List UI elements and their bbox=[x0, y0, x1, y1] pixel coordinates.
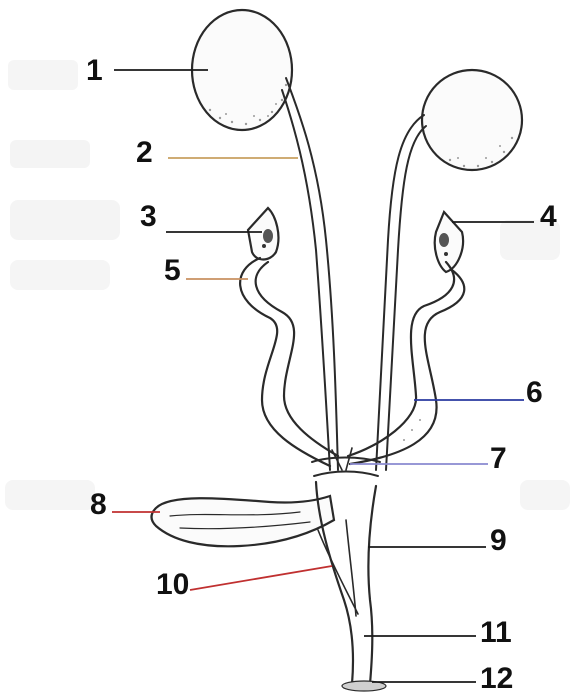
right-funnel-organ bbox=[435, 212, 463, 272]
right-oval-organ bbox=[422, 70, 522, 170]
label-11: 11 bbox=[480, 616, 512, 649]
label-1: 1 bbox=[86, 54, 103, 87]
label-8: 8 bbox=[90, 488, 107, 521]
label-7: 7 bbox=[490, 442, 507, 475]
label-3: 3 bbox=[140, 200, 157, 233]
right-coiled-duct bbox=[348, 262, 464, 464]
label-5: 5 bbox=[164, 254, 181, 287]
label-10: 10 bbox=[156, 568, 189, 601]
label-6: 6 bbox=[526, 376, 543, 409]
label-9: 9 bbox=[490, 524, 507, 557]
label-12: 12 bbox=[480, 662, 513, 695]
label-4: 4 bbox=[540, 200, 557, 233]
label-2: 2 bbox=[136, 136, 153, 169]
left-side-sac bbox=[152, 496, 335, 546]
right-long-duct bbox=[376, 115, 426, 470]
leader-10 bbox=[190, 566, 332, 590]
left-funnel-organ bbox=[248, 208, 278, 260]
left-long-duct bbox=[282, 78, 338, 470]
